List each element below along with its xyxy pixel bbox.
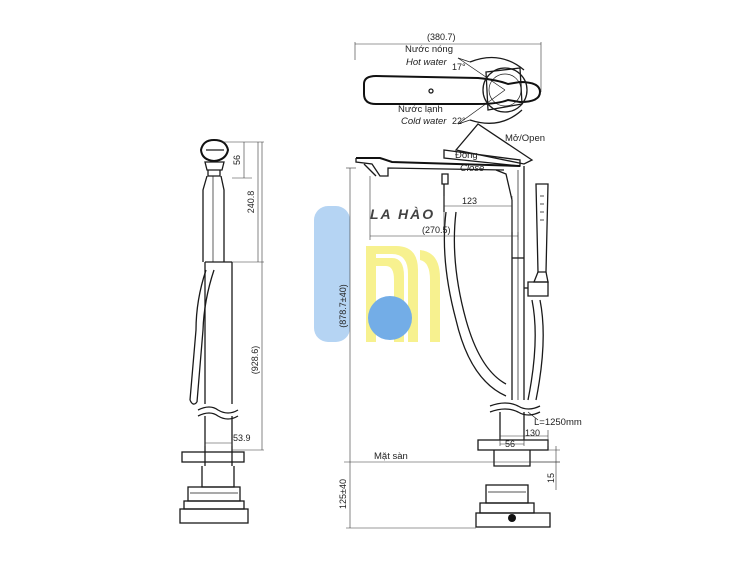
- label-open: Mở/Open: [505, 133, 545, 144]
- side-handle-top: [199, 138, 230, 163]
- side-hose: [189, 269, 207, 401]
- plan-handle: [363, 74, 542, 105]
- label-hot-vi: Nước nóng: [405, 44, 453, 55]
- watermark-yellow-arc-3: [420, 250, 440, 342]
- label-hose-length: L=1250mm: [534, 417, 582, 428]
- watermark-yellow-bar: [366, 246, 376, 342]
- dim-928-6: (928.6): [250, 346, 260, 375]
- label-close-en: Close: [460, 163, 484, 174]
- dim-53-9: 53.9: [233, 433, 251, 443]
- watermark-logo: LA HÀO: [314, 206, 440, 342]
- front-handle-open: [454, 123, 534, 165]
- angle-22: 22°: [452, 116, 466, 126]
- front-hand-shower: [535, 183, 549, 273]
- dim-15: 15: [546, 473, 556, 483]
- dim-56-front: 56: [505, 439, 515, 449]
- side-base: [179, 508, 249, 524]
- front-break-line: [489, 402, 541, 410]
- dim-125: 125±40: [338, 479, 348, 509]
- watermark-yellow-arc-1: [366, 246, 418, 342]
- label-cold-vi: Nước lạnh: [398, 104, 443, 115]
- label-close-vi: Đóng: [455, 150, 478, 161]
- top-view: (380.7) 17° 22° Nước nóng Hot water Nước…: [354, 32, 542, 127]
- dim-878-7: (878.7±40): [338, 284, 348, 327]
- dim-123: 123: [462, 196, 477, 206]
- side-view: 56 240.8 (928.6) 53.9: [179, 138, 264, 524]
- plan-rosette: [482, 67, 528, 113]
- side-floor-plate: [181, 451, 245, 463]
- front-hose-inner: [453, 211, 507, 385]
- front-hose-outer: [443, 211, 507, 397]
- label-cold-en: Cold water: [401, 116, 447, 127]
- dim-56-side: 56: [232, 155, 242, 165]
- label-floor: Mặt sàn: [374, 451, 408, 462]
- front-view: Mở/Open Đóng Close L=1250mm: [338, 123, 582, 529]
- front-base: [475, 512, 551, 528]
- dim-380-7: (380.7): [427, 32, 456, 42]
- dim-130: 130: [525, 428, 540, 438]
- label-hot-en: Hot water: [406, 57, 447, 68]
- dim-270-5: (270.5): [422, 225, 451, 235]
- watermark-blue-circle: [368, 296, 412, 340]
- watermark-bar-light: [314, 206, 350, 342]
- angle-17: 17°: [452, 62, 466, 72]
- dim-240-8: 240.8: [246, 191, 256, 214]
- front-spout-top: [356, 157, 521, 167]
- watermark-text: LA HÀO: [370, 206, 435, 222]
- side-break-line: [197, 406, 239, 414]
